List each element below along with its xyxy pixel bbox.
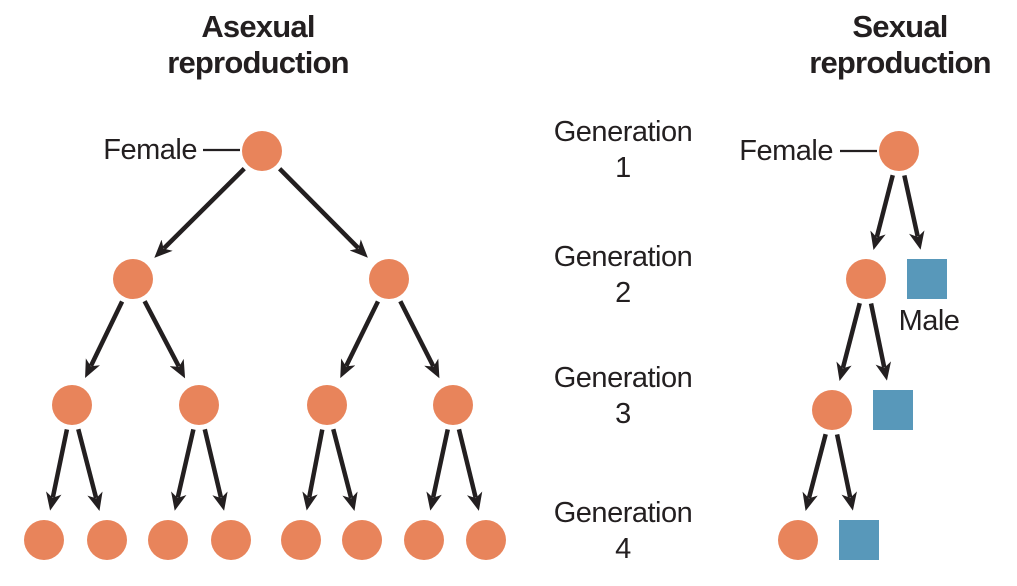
offspring-arrow xyxy=(398,300,440,379)
asexual-female-node-gen3 xyxy=(179,385,219,425)
generation-1-label: Generation 1 xyxy=(523,114,723,186)
asexual-female-node-gen2 xyxy=(113,259,153,299)
generation-2-word: Generation xyxy=(553,241,693,273)
asexual-female-node-gen4 xyxy=(87,520,127,560)
asexual-female-node-gen4 xyxy=(24,520,64,560)
generation-3-label: Generation 3 xyxy=(523,360,723,432)
asexual-female-node-gen3 xyxy=(307,385,347,425)
offspring-arrow xyxy=(46,429,70,511)
generation-1-word: Generation xyxy=(553,116,693,148)
male-label: Male xyxy=(898,305,960,337)
offspring-arrow xyxy=(426,428,450,511)
offspring-arrow xyxy=(902,174,925,250)
asexual-title-line1: Asexual xyxy=(201,9,315,44)
offspring-arrow xyxy=(76,428,103,511)
offspring-arrow xyxy=(836,302,862,381)
offspring-arrow xyxy=(340,300,380,379)
offspring-arrow xyxy=(302,429,325,511)
asexual-female-node-gen3 xyxy=(52,385,92,425)
offspring-arrow xyxy=(154,167,246,258)
generation-3-number: 3 xyxy=(615,398,631,430)
offspring-arrow xyxy=(278,167,368,258)
sexual-male-node-gen2 xyxy=(907,259,947,299)
generation-2-label: Generation 2 xyxy=(523,239,723,311)
sexual-female-node-gen2 xyxy=(846,259,886,299)
asexual-female-node-gen4 xyxy=(404,520,444,560)
asexual-female-node-gen4 xyxy=(148,520,188,560)
asexual-title: Asexual reproduction xyxy=(138,9,378,81)
sexual-female-node-gen3 xyxy=(812,390,852,430)
offspring-arrow xyxy=(171,428,196,511)
generation-4-label: Generation 4 xyxy=(523,495,723,567)
asexual-title-line2: reproduction xyxy=(167,45,349,80)
sexual-title: Sexual reproduction xyxy=(780,9,1017,81)
offspring-arrow xyxy=(456,428,483,511)
asexual-female-node-gen4 xyxy=(342,520,382,560)
offspring-arrow xyxy=(331,428,358,511)
offspring-arrow xyxy=(802,433,828,511)
sexual-title-line2: reproduction xyxy=(809,45,991,80)
sexual-female-node-gen1 xyxy=(879,131,919,171)
female-label-sexual: Female xyxy=(739,135,833,167)
generation-3-word: Generation xyxy=(553,362,693,394)
sexual-male-node-gen3 xyxy=(873,390,913,430)
sexual-male-node-gen4 xyxy=(839,520,879,560)
asexual-female-node-gen4 xyxy=(466,520,506,560)
asexual-female-node-gen2 xyxy=(369,259,409,299)
offspring-arrow xyxy=(870,174,895,250)
sexual-female-node-gen4 xyxy=(778,520,818,560)
offspring-arrow xyxy=(202,428,228,511)
sexual-title-line1: Sexual xyxy=(852,9,948,44)
offspring-arrow xyxy=(142,300,186,379)
offspring-arrow xyxy=(834,434,857,511)
asexual-female-node-gen3 xyxy=(433,385,473,425)
generation-4-word: Generation xyxy=(553,497,693,529)
generation-2-number: 2 xyxy=(615,277,631,309)
generation-1-number: 1 xyxy=(615,152,631,184)
female-label-asexual: Female xyxy=(103,134,197,166)
generation-4-number: 4 xyxy=(615,533,631,565)
asexual-female-node-gen4 xyxy=(211,520,251,560)
asexual-female-node-gen1 xyxy=(242,131,282,171)
asexual-female-node-gen4 xyxy=(281,520,321,560)
offspring-arrow xyxy=(868,303,892,381)
offspring-arrow xyxy=(85,300,125,378)
